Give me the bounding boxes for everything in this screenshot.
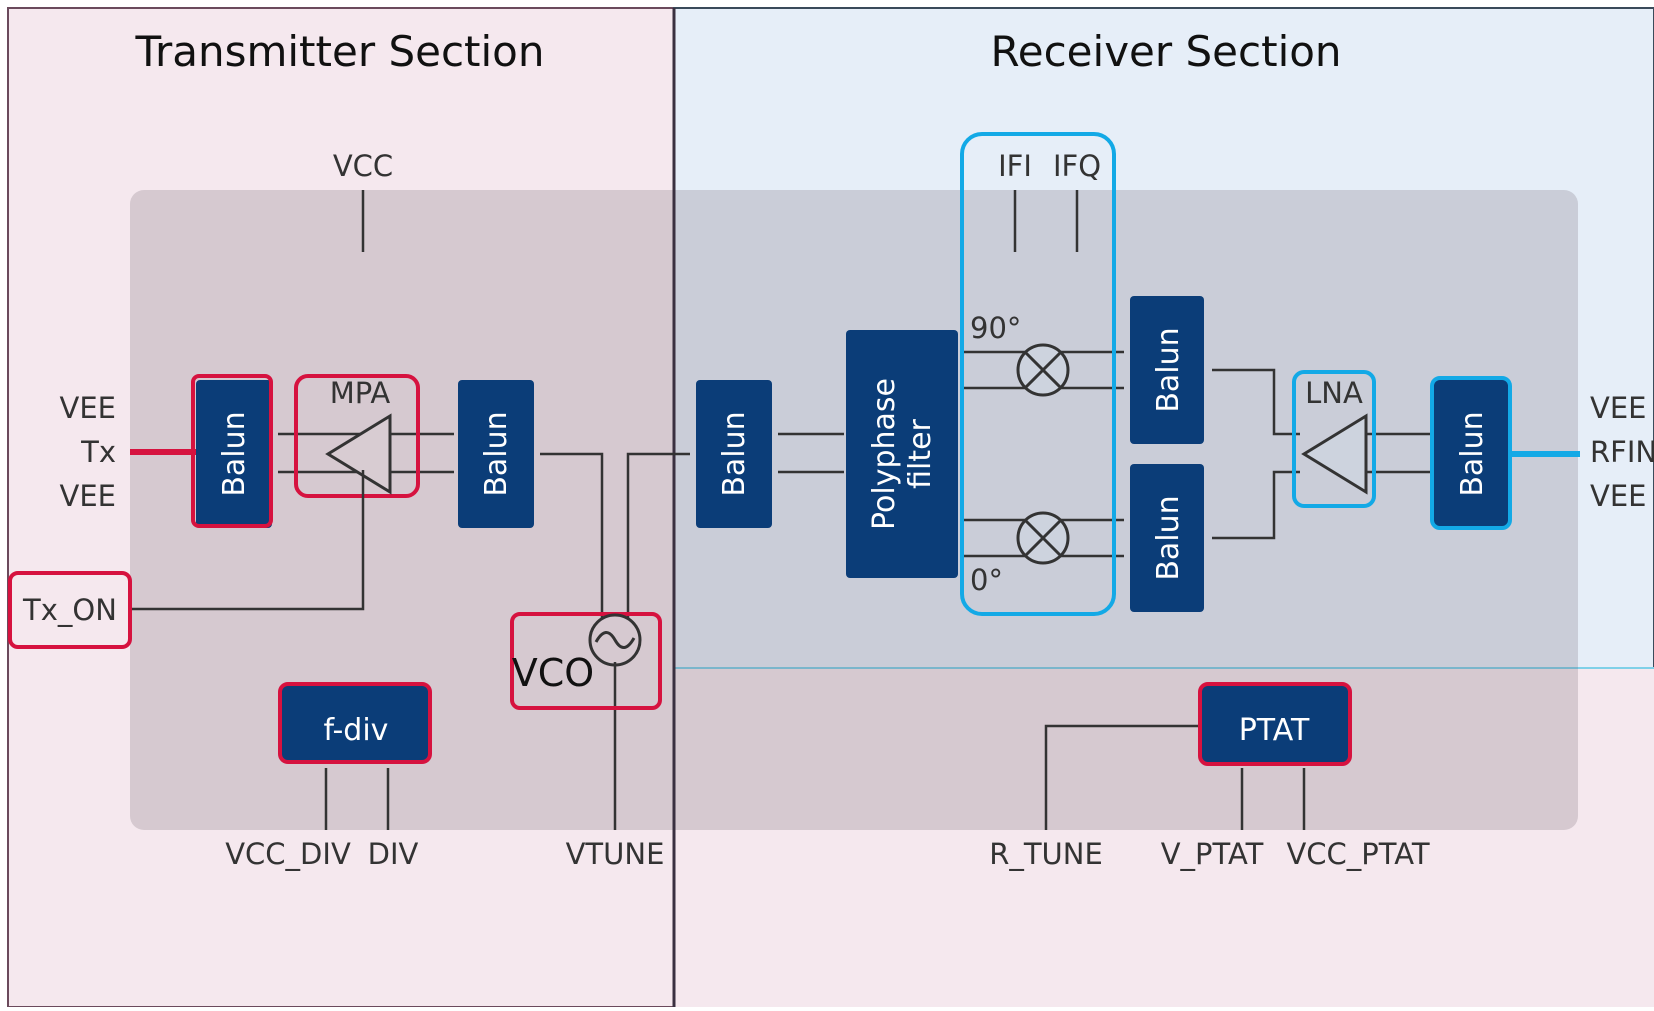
mixer-lower-icon — [1016, 511, 1070, 565]
vco-wire-tx — [540, 452, 604, 618]
tx-pin-label: Tx — [80, 435, 116, 469]
vcc-ptat-pin-label: VCC_PTAT — [1286, 837, 1429, 871]
receiver-section-title: Receiver Section — [990, 27, 1341, 76]
tx-vee-bottom-label: VEE — [60, 479, 117, 513]
mpa-label: MPA — [330, 376, 391, 410]
r-tune-pin-label: R_TUNE — [989, 837, 1103, 871]
rx-balun-lower — [1130, 464, 1204, 612]
lna-label: LNA — [1305, 376, 1363, 410]
v-ptat-pin-label: V_PTAT — [1161, 837, 1264, 871]
rfin-pin-label: RFIN — [1590, 435, 1654, 469]
rx-lo-balun-label: Balun — [717, 411, 752, 496]
polyphase-filter-label-line1: Polyphase — [867, 378, 902, 530]
tx-output-balun-label: Balun — [479, 411, 514, 496]
vtune-pin-label: VTUNE — [566, 837, 665, 871]
tx-on-highlight — [8, 571, 132, 649]
tx-input-balun-highlight — [191, 374, 273, 528]
lna-highlight — [1292, 370, 1376, 508]
tx-output-balun — [458, 380, 534, 528]
mpa-amplifier-icon — [325, 413, 392, 495]
ptat-block — [1200, 686, 1348, 762]
mixer-highlight — [960, 132, 1116, 616]
r-tune-wire — [1044, 724, 1198, 830]
div-pin-label: DIV — [368, 837, 419, 871]
sine-wave-icon — [594, 631, 636, 649]
rx-balun-upper-label: Balun — [1151, 327, 1186, 412]
ptat-highlight — [1198, 682, 1352, 766]
vco-label: VCO — [512, 651, 594, 695]
tx-vee-top-label: VEE — [60, 391, 117, 425]
lna-amplifier-icon — [1301, 413, 1368, 495]
tx-on-pin-label: Tx_ON — [22, 593, 117, 627]
polyphase-filter-label-line2: filter — [903, 418, 938, 488]
rx-vee-top-label: VEE — [1590, 391, 1647, 425]
rx-lo-balun — [696, 380, 772, 528]
mpa-highlight — [294, 374, 420, 498]
tx-input-balun-label: Balun — [217, 411, 252, 496]
phase-90-label: 90° — [970, 311, 1021, 345]
fdiv-block — [282, 686, 430, 762]
tx-on-wire — [130, 470, 365, 611]
lna-to-lower-balun-wire — [1212, 470, 1300, 540]
vco-oscillator-icon — [588, 613, 642, 667]
ifq-pin-label: IFQ — [1053, 149, 1101, 183]
vcc-pin-label: VCC — [333, 149, 393, 183]
rx-balun-lower-label: Balun — [1151, 495, 1186, 580]
ptat-label: PTAT — [1239, 713, 1310, 748]
transmitter-section-panel — [7, 7, 675, 1008]
fdiv-highlight — [278, 682, 432, 764]
ifi-pin-label: IFI — [998, 149, 1032, 183]
polyphase-filter — [846, 330, 958, 578]
rx-input-balun-label: Balun — [1455, 411, 1490, 496]
receiver-lower-panel — [674, 668, 1654, 1007]
transmitter-section-title: Transmitter Section — [134, 27, 544, 76]
fdiv-label: f-div — [324, 713, 389, 748]
vco-wire-rx — [626, 452, 690, 618]
rx-input-balun — [1434, 380, 1510, 528]
rx-balun-upper — [1130, 296, 1204, 444]
vcc-div-pin-label: VCC_DIV — [225, 837, 351, 871]
vco-highlight — [510, 612, 662, 710]
rx-vee-bottom-label: VEE — [1590, 479, 1647, 513]
phase-0-label: 0° — [970, 563, 1003, 597]
tx-input-balun — [196, 380, 272, 528]
mixer-upper-icon — [1016, 343, 1070, 397]
lna-to-upper-balun-wire — [1212, 368, 1300, 436]
